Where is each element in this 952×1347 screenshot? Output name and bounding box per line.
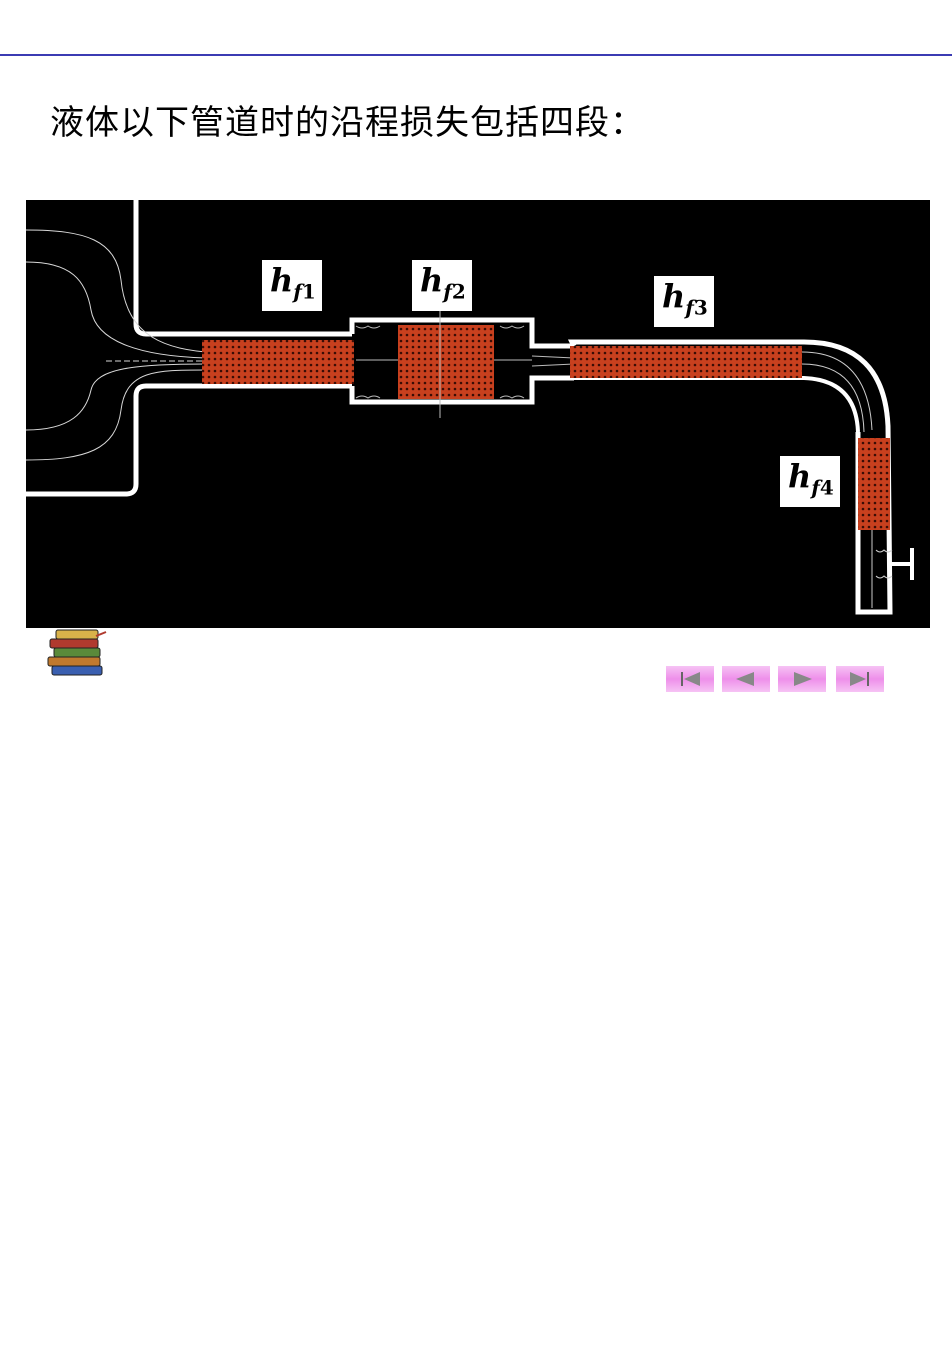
reservoir-wall-lower [26,383,352,497]
loss-label-hf4: hf4 [780,456,840,508]
reservoir-wall [133,200,352,337]
last-page-icon[interactable] [836,666,884,692]
loss-section-4 [858,438,890,530]
books-stack-icon[interactable] [46,626,110,678]
enlargement-wall-lower [349,375,574,405]
loss-section-1 [202,340,354,384]
next-page-icon[interactable] [778,666,826,692]
loss-label-hf1: hf1 [262,260,322,312]
pipe-wall-upper [567,339,893,615]
previous-page-icon[interactable] [722,666,770,692]
first-page-icon[interactable] [666,666,714,692]
top-rule [0,54,952,56]
loss-section-2 [398,325,494,399]
pipe-diagram: hf1 hf2 hf3 hf4 [25,200,930,628]
diagram-background [26,200,930,628]
pipe-wall-lower [574,376,860,433]
valve [888,548,914,580]
enlargement-wall [349,317,574,349]
loss-label-hf3: hf3 [654,276,714,328]
loss-label-hf2: hf2 [412,260,472,312]
navigation-bar [666,666,888,692]
page-title: 液体以下管道时的沿程损失包括四段： [50,103,645,143]
loss-section-3 [570,346,802,378]
